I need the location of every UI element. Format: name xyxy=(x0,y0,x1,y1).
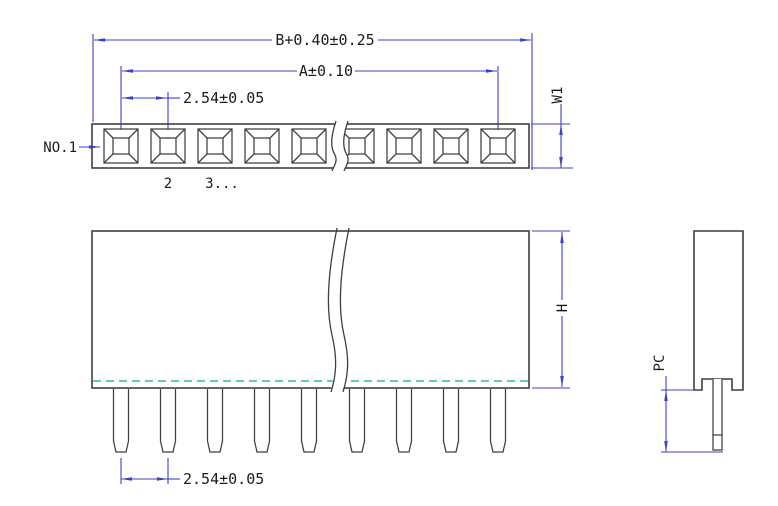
front-view: H 2.54±0.05 xyxy=(91,227,571,488)
pin1-label: NO.1 xyxy=(43,140,77,156)
break-line xyxy=(331,120,337,172)
pin3-label: 3... xyxy=(205,176,239,192)
pin xyxy=(159,389,177,453)
socket xyxy=(150,128,186,164)
pin xyxy=(489,389,507,453)
pin2-label: 2 xyxy=(164,176,172,192)
socket xyxy=(433,128,469,164)
pin xyxy=(395,389,413,453)
break-line xyxy=(327,227,338,393)
side-view: PC xyxy=(652,230,744,453)
pin xyxy=(348,389,366,453)
dim-b-label: B+0.40±0.25 xyxy=(275,31,374,49)
break-line xyxy=(343,120,349,172)
pin xyxy=(206,389,224,453)
side-view-pin xyxy=(712,379,723,451)
dim-a-label: A±0.10 xyxy=(299,62,353,80)
dim-w1-label: W1 xyxy=(550,87,566,104)
dim-pc-label: PC xyxy=(652,355,668,372)
pin xyxy=(300,389,318,453)
break-line xyxy=(339,227,350,393)
socket xyxy=(480,128,516,164)
pin xyxy=(253,389,271,453)
top-view: B+0.40±0.25 A±0.10 2.54±0.05 W1 NO.1 2 3… xyxy=(43,31,573,192)
pin xyxy=(442,389,460,453)
dim-h-label: H xyxy=(555,304,571,312)
top-view-socket-row xyxy=(103,128,516,164)
dim-pin-pitch-label: 2.54±0.05 xyxy=(183,470,264,488)
side-view-body xyxy=(693,230,744,391)
dim-pitch-label: 2.54±0.05 xyxy=(183,89,264,107)
socket xyxy=(291,128,327,164)
front-view-body xyxy=(91,230,530,389)
pin xyxy=(112,389,130,453)
socket xyxy=(244,128,280,164)
break-band xyxy=(328,232,349,389)
socket xyxy=(386,128,422,164)
socket xyxy=(197,128,233,164)
socket xyxy=(103,128,139,164)
front-view-pin-row xyxy=(112,389,507,453)
